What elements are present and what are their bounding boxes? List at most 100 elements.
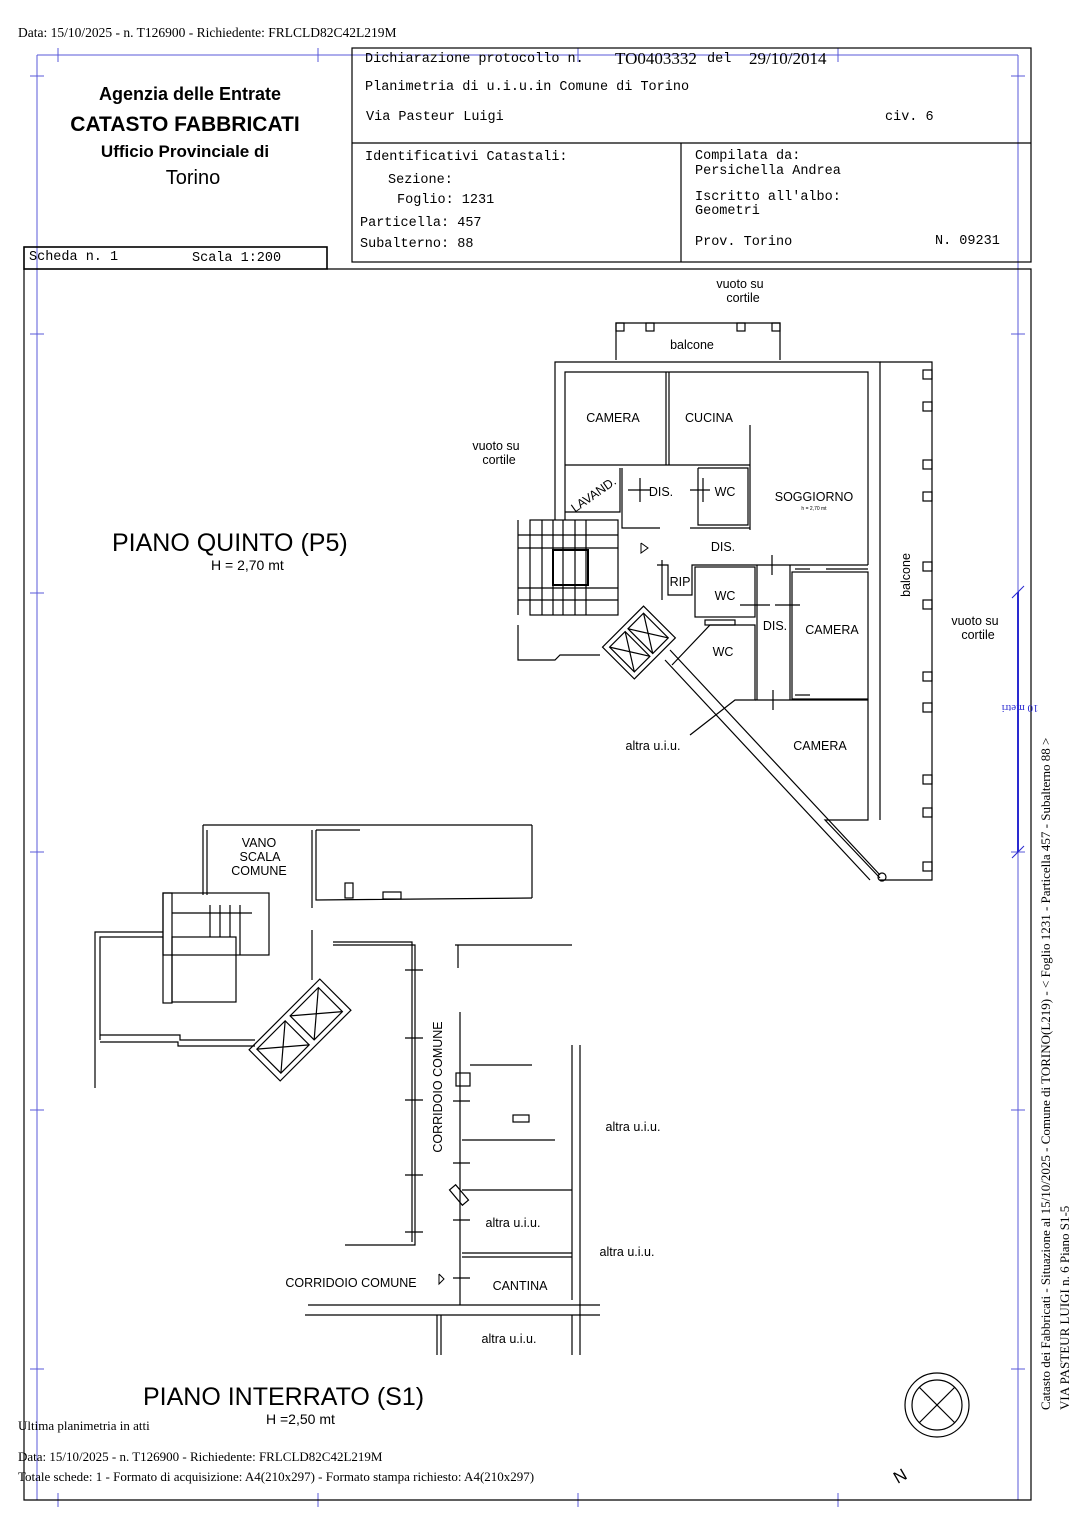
plan-line	[771, 322, 781, 332]
label-comune: COMUNE	[231, 864, 287, 878]
plan-line	[438, 1273, 445, 1286]
ufficio-label: Ufficio Provinciale di	[100, 142, 270, 161]
plan-line	[640, 542, 649, 554]
plan-line	[922, 671, 933, 682]
plan-line	[23, 268, 1032, 1501]
plan-line	[922, 459, 933, 470]
plan-line	[615, 322, 625, 332]
foglio: Foglio: 1231	[397, 193, 495, 208]
plan-line	[608, 630, 651, 673]
label-camera-1: CAMERA	[586, 411, 640, 425]
plan-line	[615, 322, 781, 360]
plan-line	[100, 1034, 255, 1041]
lower-room-labels: VANO SCALA COMUNE CORRIDOIO COMUNE CORRI…	[231, 836, 660, 1346]
plan-line	[344, 882, 354, 899]
label-wc-1: WC	[715, 485, 736, 499]
plan-line	[333, 944, 416, 1246]
plan-line	[529, 519, 619, 616]
plan-line	[922, 861, 933, 872]
plan-line	[657, 564, 868, 596]
plan-line	[645, 322, 655, 332]
label-scala: SCALA	[240, 850, 282, 864]
label-altra-uiu-2: altra u.i.u.	[486, 1216, 541, 1230]
plan-line	[918, 1386, 956, 1424]
plan-line	[877, 872, 887, 882]
label-cucina: CUCINA	[685, 411, 734, 425]
sezione: Sezione:	[388, 173, 453, 188]
plan-line	[333, 941, 413, 1242]
identificativi-title: Identificativi Catastali:	[365, 150, 568, 165]
label-vano: VANO	[242, 836, 277, 850]
plan-line	[922, 774, 933, 785]
albo-value: Geometri	[695, 204, 760, 219]
ultima-planimetria: Ultima planimetria in atti	[18, 1418, 150, 1433]
plan-line	[565, 468, 621, 513]
particella: Particella: 457	[360, 216, 482, 231]
label-vuoto-top-2: cortile	[726, 291, 759, 305]
plan-line	[171, 936, 237, 1003]
registration-number: N. 09231	[935, 234, 1000, 249]
plan-line	[382, 891, 402, 900]
plan-line	[664, 659, 871, 881]
plan-line	[880, 361, 933, 881]
plan-line	[922, 599, 933, 610]
protocol-label: Dichiarazione protocollo n.	[365, 52, 584, 67]
title-block-frames	[23, 47, 1032, 1501]
plan-line	[922, 807, 933, 818]
plan-line	[315, 830, 533, 901]
compilata-name: Persichella Andrea	[695, 164, 841, 179]
plan-line	[100, 1041, 255, 1047]
plan-line	[1011, 585, 1025, 599]
top-header: Data: 15/10/2025 - n. T126900 - Richiede…	[18, 25, 397, 40]
plan-line	[564, 371, 869, 565]
civic-number: civ. 6	[885, 110, 934, 125]
upper-floor-title: PIANO QUINTO (P5)	[112, 529, 348, 557]
label-altra-uiu-1: altra u.i.u.	[606, 1120, 661, 1134]
upper-floor-walls	[517, 322, 933, 882]
label-corridoio-horizontal: CORRIDOIO COMUNE	[285, 1276, 416, 1290]
label-camera-3: CAMERA	[793, 739, 847, 753]
albo-label: Iscritto all'albo:	[695, 190, 841, 205]
footer-data: Data: 15/10/2025 - n. T126900 - Richiede…	[18, 1449, 383, 1464]
plan-line	[512, 1114, 530, 1123]
plan-line	[23, 246, 328, 270]
protocol-number: TO0403332	[615, 49, 697, 68]
plan-line	[922, 401, 933, 412]
north-label: N	[890, 1465, 910, 1488]
label-dis-1: DIS.	[649, 485, 673, 499]
plan-line	[280, 1020, 286, 1074]
planimetria-text: Planimetria di u.i.u.in Comune di Torino	[365, 80, 690, 95]
upper-floor-height: H = 2,70 mt	[211, 557, 284, 573]
plan-line	[1011, 845, 1025, 859]
label-altra-uiu-3: altra u.i.u.	[600, 1245, 655, 1259]
label-altra-uiu-4: altra u.i.u.	[482, 1332, 537, 1346]
plan-line	[922, 491, 933, 502]
del-label: del	[707, 52, 732, 67]
label-balcone-right: balcone	[899, 553, 913, 597]
plan-line	[922, 369, 933, 380]
plan-line	[671, 624, 756, 736]
plan-line	[911, 1379, 963, 1431]
scale-bar	[1011, 585, 1025, 859]
plan-line	[669, 649, 881, 876]
plan-line	[517, 625, 600, 661]
footer-totale: Totale schede: 1 - Formato di acquisizio…	[18, 1469, 535, 1484]
plan-line	[922, 702, 933, 713]
label-corridoio-vertical: CORRIDOIO COMUNE	[431, 1021, 445, 1152]
address: Via Pasteur Luigi	[366, 110, 504, 125]
label-vuoto-right-2: cortile	[961, 628, 994, 642]
label-cantina: CANTINA	[493, 1279, 549, 1293]
label-rip: RIP	[670, 575, 691, 589]
lower-floor-height: H =2,50 mt	[266, 1411, 335, 1427]
label-vuoto-left: vuoto su	[472, 439, 519, 453]
plan-line	[697, 467, 749, 526]
plan-line	[627, 612, 670, 655]
plan-line	[99, 936, 163, 1040]
plan-line	[694, 566, 756, 618]
plan-line	[248, 978, 352, 1082]
scale-bar-label: 10 metri	[1002, 702, 1039, 714]
plan-line	[248, 978, 352, 1082]
protocol-date: 29/10/2014	[749, 49, 827, 68]
plan-line	[704, 619, 736, 626]
